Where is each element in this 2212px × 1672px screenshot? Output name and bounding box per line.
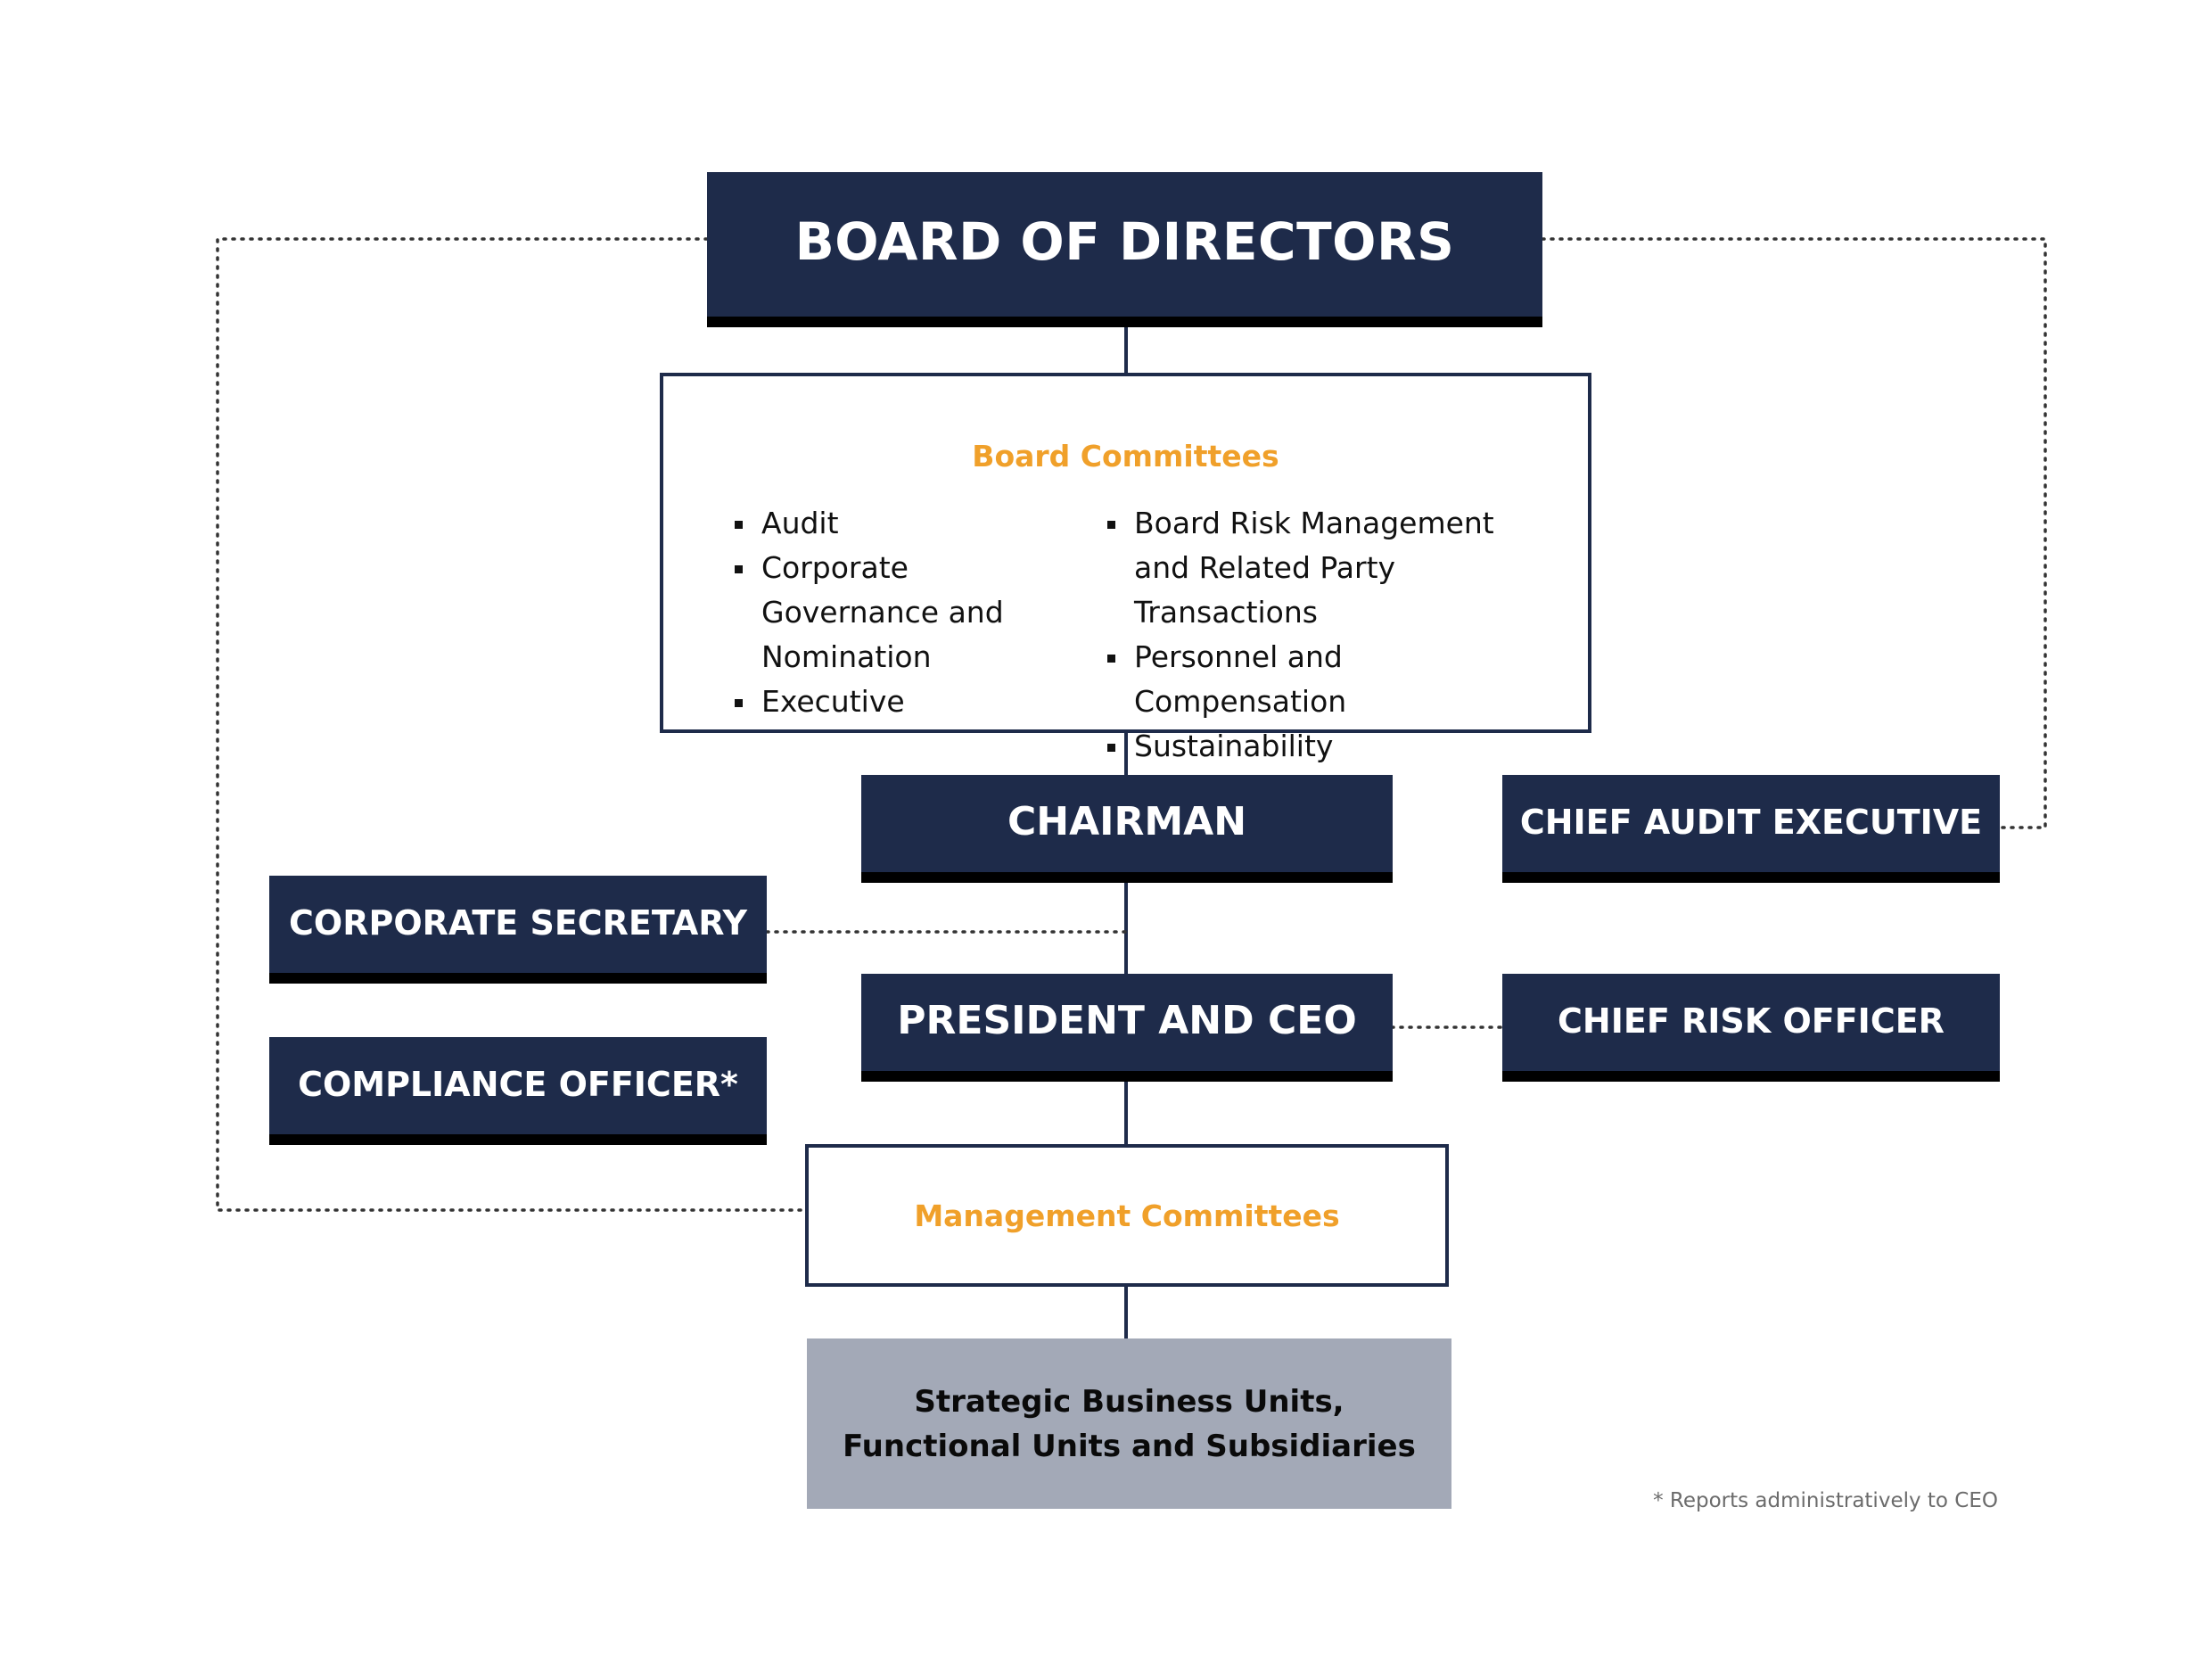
president-ceo-label: PRESIDENT AND CEO xyxy=(897,998,1357,1043)
management-committees-box: Management Committees xyxy=(805,1144,1449,1287)
list-item: Board Risk Management and Related Party … xyxy=(1104,501,1541,635)
chief-audit-executive-label: CHIEF AUDIT EXECUTIVE xyxy=(1519,802,1983,842)
board-of-directors-box: BOARD OF DIRECTORS xyxy=(707,172,1542,327)
chief-audit-executive-box: CHIEF AUDIT EXECUTIVE xyxy=(1502,775,2000,883)
list-item: Corporate Governance and Nomination xyxy=(731,546,1070,680)
dotted-board-right-loop xyxy=(1541,237,2047,829)
board-of-directors-label: BOARD OF DIRECTORS xyxy=(794,211,1455,272)
corporate-secretary-box: CORPORATE SECRETARY xyxy=(269,876,767,984)
chief-risk-officer-label: CHIEF RISK OFFICER xyxy=(1558,1001,1945,1041)
board-committees-title: Board Committees xyxy=(972,439,1279,474)
list-item: Sustainability xyxy=(1104,724,1541,769)
board-committees-list-left: Audit Corporate Governance and Nominatio… xyxy=(731,501,1070,724)
corporate-secretary-label: CORPORATE SECRETARY xyxy=(289,902,747,943)
footnote: * Reports administratively to CEO xyxy=(1653,1489,1998,1512)
chief-risk-officer-box: CHIEF RISK OFFICER xyxy=(1502,974,2000,1082)
compliance-officer-box: COMPLIANCE OFFICER* xyxy=(269,1037,767,1145)
president-ceo-box: PRESIDENT AND CEO xyxy=(861,974,1393,1082)
board-committees-box: Board Committees Audit Corporate Governa… xyxy=(660,373,1591,763)
list-item: Audit xyxy=(731,501,1070,546)
management-committees-label: Management Committees xyxy=(914,1198,1340,1233)
list-item: Executive xyxy=(731,680,1070,724)
business-units-line-1: Strategic Business Units, xyxy=(914,1383,1344,1420)
chairman-box: CHAIRMAN xyxy=(861,775,1393,883)
list-item: Personnel and Compensation xyxy=(1104,635,1541,724)
business-units-line-2: Functional Units and Subsidiaries xyxy=(843,1428,1416,1464)
board-committees-list-right: Board Risk Management and Related Party … xyxy=(1104,501,1541,769)
chairman-label: CHAIRMAN xyxy=(1007,799,1247,844)
business-units-box: Strategic Business Units, Functional Uni… xyxy=(807,1338,1451,1509)
dotted-board-left-loop xyxy=(216,237,809,1212)
compliance-officer-label: COMPLIANCE OFFICER* xyxy=(298,1064,738,1104)
